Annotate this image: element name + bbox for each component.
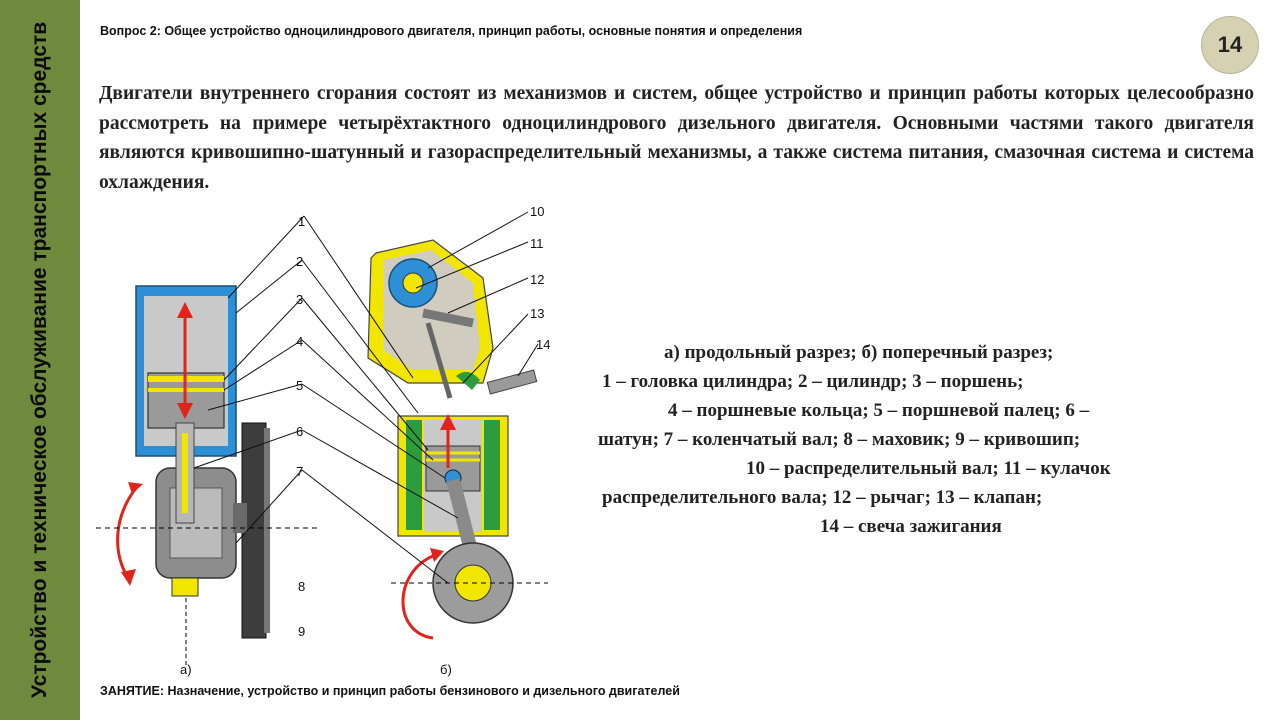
spark-plug-b — [486, 369, 538, 395]
legend-line: а) продольный разрез; б) поперечный разр… — [664, 342, 1054, 363]
legend-line: шатун; 7 – коленчатый вал; 8 – маховик; … — [598, 429, 1081, 450]
callout-5: 5 — [296, 378, 303, 393]
view-b-label: б) — [440, 662, 452, 677]
lesson-footer: ЗАНЯТИЕ: Назначение, устройство и принци… — [100, 684, 680, 698]
callout-6: 6 — [296, 424, 303, 439]
callout-4: 4 — [296, 334, 303, 349]
view-a-label: а) — [180, 662, 192, 677]
view-a-section — [96, 285, 318, 668]
page-number-badge: 14 — [1201, 16, 1259, 74]
legend-line: 14 – свеча зажигания — [820, 516, 1002, 537]
callout-9: 9 — [298, 624, 305, 639]
sidebar: Устройство и техническое обслуживание тр… — [0, 0, 80, 720]
sidebar-title: Устройство и техническое обслуживание тр… — [28, 21, 51, 699]
callout-7: 7 — [296, 464, 303, 479]
callout-8: 8 — [298, 579, 305, 594]
counterweight — [171, 577, 199, 597]
legend-line: 4 – поршневые кольца; 5 – поршневой пале… — [668, 400, 1090, 421]
callout-3: 3 — [296, 292, 303, 307]
valve-b — [425, 322, 453, 399]
intro-paragraph: Двигатели внутреннего сгорания состоят и… — [99, 83, 1254, 193]
callout-12: 12 — [530, 272, 544, 287]
view-b-section — [367, 239, 548, 640]
callout-14: 14 — [536, 337, 550, 352]
callout-2: 2 — [296, 254, 303, 269]
callout-10: 10 — [530, 204, 544, 219]
engine-diagram: 1 2 3 4 5 6 7 8 9 10 11 12 13 14 а) б) — [96, 204, 550, 677]
legend-line: 1 – головка цилиндра; 2 – цилиндр; 3 – п… — [602, 371, 1024, 392]
leader-lines — [193, 211, 539, 584]
legend: а) продольный разрез; б) поперечный разр… — [598, 338, 1218, 541]
legend-line: распределительного вала; 12 – рычаг; 13 … — [602, 487, 1043, 508]
callout-13: 13 — [530, 306, 544, 321]
legend-line: 10 – распределительный вал; 11 – кулачок — [746, 458, 1111, 479]
callout-11: 11 — [530, 236, 544, 251]
question-title: Вопрос 2: Общее устройство одноцилиндров… — [100, 24, 803, 38]
callout-1: 1 — [298, 214, 305, 229]
